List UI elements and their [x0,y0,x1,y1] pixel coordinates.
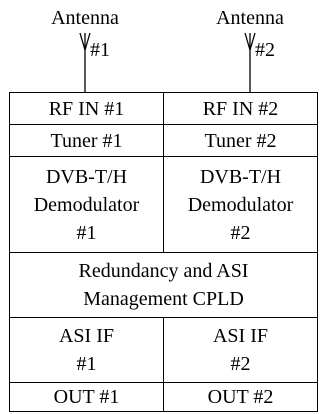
asi-if-1-line2: #1 [76,353,97,375]
demodulator-2-block: DVB-T/H Demodulator #2 [163,156,318,253]
antenna-1-icon [79,32,91,92]
asi-if-2-line1: ASI IF [212,325,268,347]
out-1-block: OUT #1 [9,382,164,412]
antenna-2-label: Antenna [216,7,284,29]
asi-if-2-line2: #2 [230,353,251,375]
antenna-2-icon [244,32,256,92]
tuner-1-block: Tuner #1 [9,124,164,157]
cpld-line2: Management CPLD [83,288,244,310]
demodulator-2-line2: Demodulator [187,193,294,216]
asi-if-2-block: ASI IF #2 [163,317,318,383]
demodulator-1-line2: Demodulator [33,193,140,216]
demodulator-1-line3: #1 [76,221,97,244]
antenna-1-label: Antenna [51,7,119,29]
out-2-block: OUT #2 [163,382,318,412]
antenna-2-number: #2 [255,39,275,61]
asi-if-1-block: ASI IF #1 [9,317,164,383]
cpld-line1: Redundancy and ASI [78,260,249,282]
demodulator-2-line3: #2 [230,221,251,244]
rf-in-2-block: RF IN #2 [163,92,318,125]
antenna-1: Antenna #1 [30,0,140,95]
cpld-block: Redundancy and ASI Management CPLD [9,252,318,318]
demodulator-2-line1: DVB-T/H [199,165,282,188]
tuner-2-block: Tuner #2 [163,124,318,157]
demodulator-1-line1: DVB-T/H [45,165,128,188]
antenna-2: Antenna #2 [195,0,305,95]
antenna-1-number: #1 [90,39,110,61]
asi-if-1-line1: ASI IF [58,325,114,347]
demodulator-1-block: DVB-T/H Demodulator #1 [9,156,164,253]
rf-in-1-block: RF IN #1 [9,92,164,125]
